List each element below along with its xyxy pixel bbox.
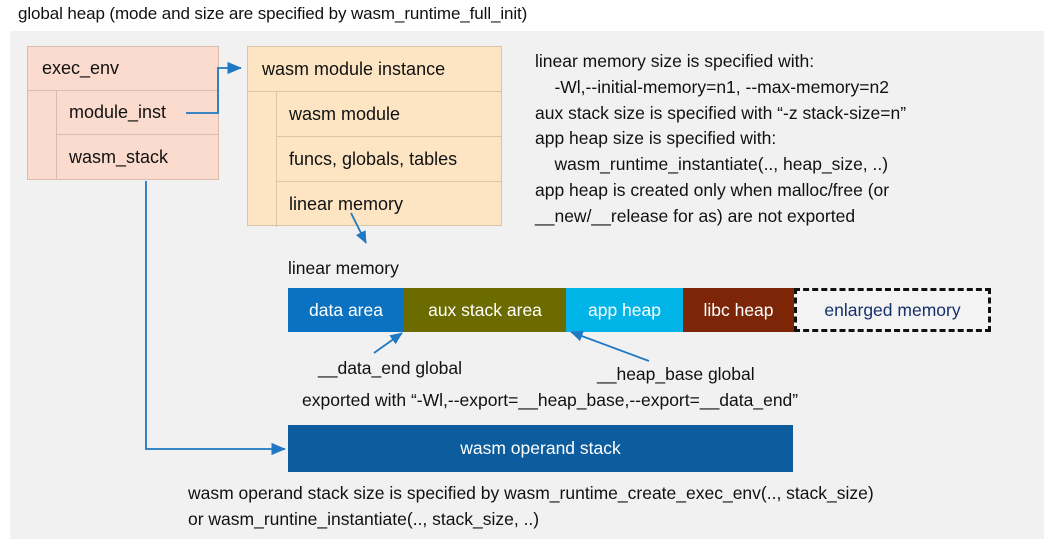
exec-env-field-module-inst: module_inst (56, 91, 218, 135)
wasm-operand-stack-box: wasm operand stack (288, 425, 793, 472)
module-instance-field-linear-memory: linear memory (276, 182, 501, 227)
linear-memory-note: linear memory size is specified with: -W… (535, 51, 907, 226)
module-instance-field-wasm-module: wasm module (276, 92, 501, 137)
exec-env-header: exec_env (28, 47, 218, 91)
operand-stack-note: wasm operand stack size is specified by … (188, 483, 874, 529)
annotation-exported-with: exported with “-Wl,--export=__heap_base,… (302, 390, 799, 410)
linear-memory-bar: data area aux stack area app heap libc h… (288, 288, 991, 332)
annotation-data-end-global: __data_end global (318, 358, 463, 378)
linear-memory-caption: linear memory (288, 258, 399, 278)
exec-env-box: exec_env module_inst wasm_stack (27, 46, 219, 180)
module-instance-header: wasm module instance (248, 47, 501, 92)
wasm-module-instance-box: wasm module instance wasm module funcs, … (247, 46, 502, 227)
page-title: global heap (mode and size are specified… (18, 4, 528, 23)
memory-segment-enlarged-memory: enlarged memory (794, 288, 991, 332)
memory-segment-libc-heap: libc heap (683, 288, 794, 332)
memory-segment-aux-stack-area: aux stack area (404, 288, 566, 332)
module-instance-field-funcs-globals-tables: funcs, globals, tables (276, 137, 501, 182)
memory-segment-app-heap: app heap (566, 288, 683, 332)
annotation-heap-base-global: __heap_base global (597, 364, 755, 384)
exec-env-field-wasm-stack: wasm_stack (56, 135, 218, 179)
memory-segment-data-area: data area (288, 288, 404, 332)
